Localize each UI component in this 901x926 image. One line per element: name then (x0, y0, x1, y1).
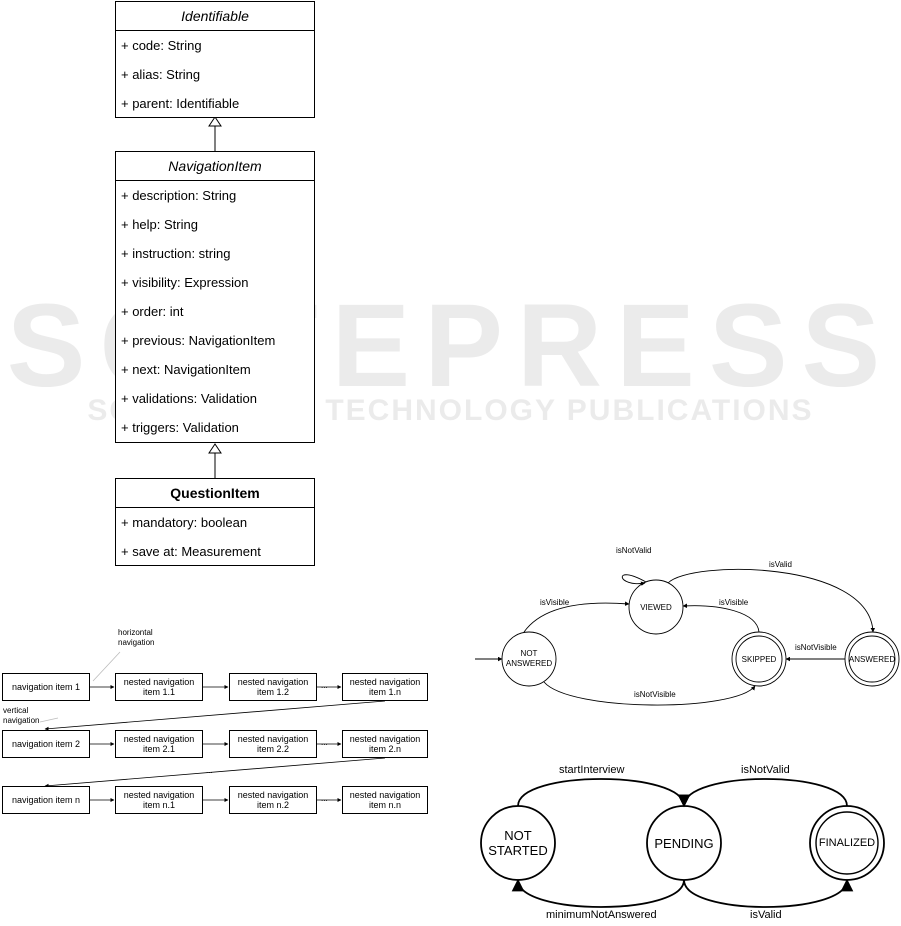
state-viewed: VIEWED (640, 602, 672, 612)
state-finalized: FINALIZED (818, 837, 876, 849)
uml-attribute: + description: String (121, 188, 237, 203)
ellipsis: ... (321, 738, 328, 747)
nested-navigation-item-box: nested navigation item 1.1 (115, 673, 203, 701)
transition-minimum-not-answered: minimumNotAnswered (546, 909, 657, 921)
uml-class-identifiable: Identifiable + code: String + alias: Str… (115, 1, 315, 118)
transition-is-not-valid: isNotValid (741, 764, 790, 776)
uml-attribute: + save at: Measurement (121, 544, 261, 559)
uml-class-title: Identifiable (116, 2, 314, 31)
nested-navigation-item-box: nested navigation item 2.2 (229, 730, 317, 758)
vertical-navigation-label: vertical navigation (3, 706, 40, 725)
nested-navigation-item-box: nested navigation item 1.2 (229, 673, 317, 701)
uml-inheritance-arrows (208, 116, 222, 478)
nested-navigation-item-box: nested navigation item 1.n (342, 673, 428, 701)
state-answered: ANSWERED (848, 654, 896, 664)
transition-is-valid: isValid (750, 909, 782, 921)
uml-class-title: QuestionItem (116, 479, 314, 508)
nested-navigation-item-box: nested navigation item n.n (342, 786, 428, 814)
transition-is-visible: isVisible (540, 598, 570, 607)
transition-start-interview: startInterview (559, 764, 625, 776)
uml-attribute: + validations: Validation (121, 391, 257, 406)
transition-is-valid: isValid (769, 560, 792, 569)
ellipsis: ... (321, 794, 328, 803)
uml-attribute: + instruction: string (121, 246, 231, 261)
uml-class-title: NavigationItem (116, 152, 314, 181)
uml-attribute: + triggers: Validation (121, 420, 239, 435)
nested-navigation-item-box: nested navigation item 2.n (342, 730, 428, 758)
nested-navigation-item-box: nested navigation item n.2 (229, 786, 317, 814)
ellipsis: ... (321, 681, 328, 690)
uml-attribute: + parent: Identifiable (121, 96, 240, 111)
nested-navigation-item-box: nested navigation item n.1 (115, 786, 203, 814)
nested-navigation-item-box: nested navigation item 2.1 (115, 730, 203, 758)
interview-state-machine-lines (480, 778, 885, 908)
state-not-started: NOT STARTED (488, 828, 548, 858)
transition-is-not-valid: isNotValid (616, 546, 652, 555)
uml-attribute: + alias: String (121, 67, 201, 82)
uml-attribute: + next: NavigationItem (121, 362, 251, 377)
uml-attribute: + code: String (121, 38, 202, 53)
uml-attribute: + mandatory: boolean (121, 515, 248, 530)
transition-is-not-visible: isNotVisible (634, 690, 676, 699)
navigation-item-box: navigation item n (2, 786, 90, 814)
state-pending: PENDING (654, 835, 714, 851)
uml-attribute: + help: String (121, 217, 198, 232)
uml-attribute: + visibility: Expression (121, 275, 249, 290)
transition-is-not-visible: isNotVisible (795, 643, 837, 652)
navigation-callouts (39, 651, 121, 723)
item-state-machine-lines (475, 568, 900, 706)
uml-attribute: + order: int (121, 304, 184, 319)
state-skipped: SKIPPED (741, 654, 777, 664)
transition-is-visible: isVisible (719, 598, 749, 607)
navigation-item-box: navigation item 1 (2, 673, 90, 701)
state-not-answered: NOT ANSWERED (505, 649, 553, 668)
horizontal-navigation-label: horizontal navigation (118, 628, 155, 647)
uml-class-navigation-item: NavigationItem + description: String + h… (115, 151, 315, 443)
navigation-arrows (44, 685, 386, 802)
uml-class-question-item: QuestionItem + mandatory: boolean + save… (115, 478, 315, 566)
uml-attribute: + previous: NavigationItem (121, 333, 276, 348)
navigation-item-box: navigation item 2 (2, 730, 90, 758)
ellipsis: ... (206, 766, 213, 775)
